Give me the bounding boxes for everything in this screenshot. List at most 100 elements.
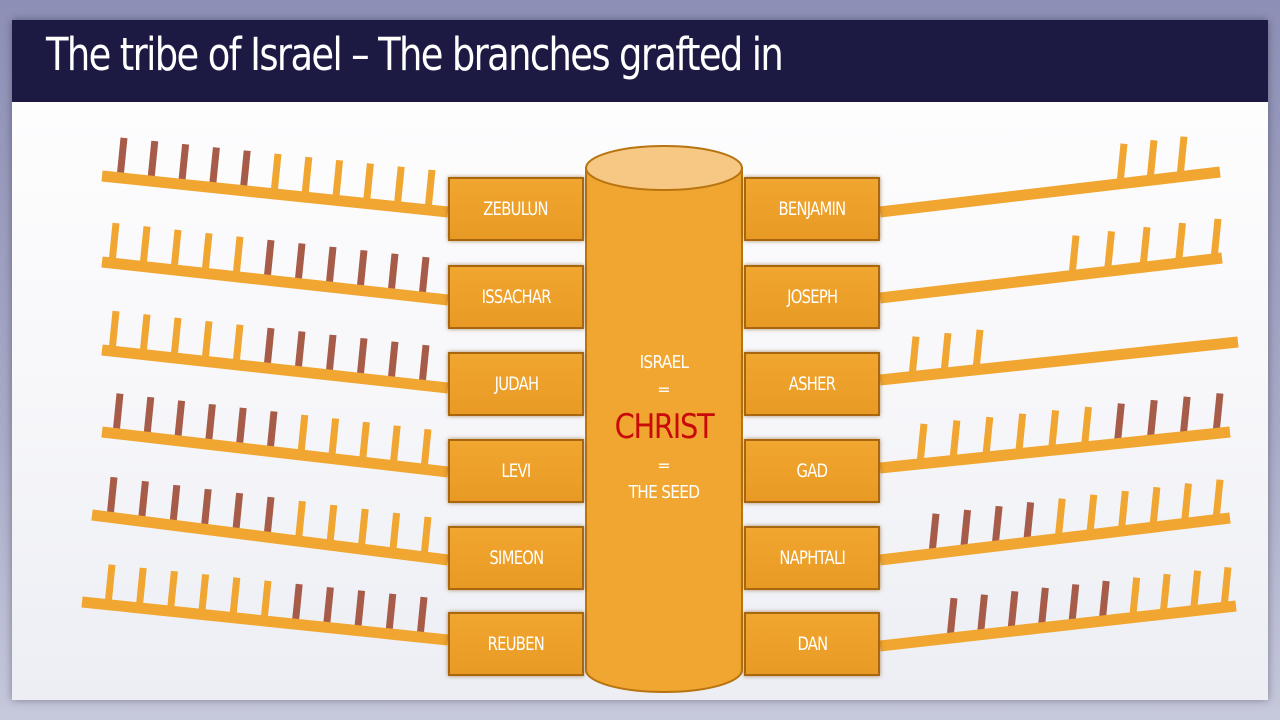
pillar-body: [585, 167, 743, 693]
grafted-twig-right-3-7: [1146, 399, 1158, 441]
natural-twig-left-4-6: [294, 500, 306, 542]
natural-twig-right-0-0: [1116, 143, 1128, 185]
tribe-box-judah: JUDAH: [448, 352, 584, 416]
natural-twig-left-5-2: [166, 570, 178, 612]
slide-title: The tribe of Israel – The branches graft…: [46, 28, 784, 81]
tribe-box-levi: LEVI: [448, 439, 584, 503]
grafted-twig-left-3-4: [235, 407, 247, 449]
tribe-label: DAN: [796, 633, 828, 655]
grafted-twig-left-3-1: [143, 396, 155, 438]
tribe-label: LEVI: [501, 460, 531, 482]
grafted-twig-left-5-8: [354, 590, 366, 631]
branch-left-levi: [101, 426, 449, 478]
natural-twig-left-0-6: [301, 156, 313, 198]
natural-twig-right-0-2: [1176, 136, 1188, 178]
equals-sign: =: [657, 456, 671, 475]
branch-left-reuben: [81, 596, 449, 646]
grafted-twig-right-5-5: [1098, 580, 1110, 622]
grafted-twig-left-2-7: [325, 334, 337, 376]
grafted-twig-left-2-9: [387, 341, 399, 383]
tribe-box-asher: ASHER: [744, 352, 880, 416]
natural-twig-left-3-9: [389, 425, 401, 467]
natural-twig-right-4-8: [1180, 483, 1192, 524]
branch-left-simeon: [91, 509, 449, 566]
tribe-label: BENJAMIN: [778, 198, 846, 220]
natural-twig-left-1-0: [108, 222, 120, 264]
tribe-label: ISSACHAR: [481, 286, 551, 308]
natural-twig-left-4-8: [357, 508, 369, 550]
grafted-twig-left-5-7: [322, 587, 334, 628]
grafted-twig-right-5-2: [1007, 590, 1019, 632]
grafted-twig-right-4-3: [1023, 502, 1035, 543]
natural-twig-left-1-1: [139, 226, 151, 267]
natural-twig-right-1-0: [1068, 235, 1080, 276]
natural-twig-left-5-0: [104, 564, 116, 606]
natural-twig-left-2-1: [139, 314, 151, 355]
grafted-twig-left-0-2: [178, 143, 190, 185]
tribe-label: JUDAH: [494, 373, 538, 395]
natural-twig-left-3-10: [420, 428, 432, 470]
branch-right-benjamin: [879, 166, 1221, 218]
natural-twig-left-5-4: [229, 577, 241, 619]
pillar-top: [585, 145, 743, 191]
grafted-twig-left-1-9: [387, 253, 399, 295]
grafted-twig-left-0-0: [116, 137, 128, 179]
natural-twig-left-2-4: [232, 324, 244, 366]
grafted-twig-right-5-1: [976, 594, 988, 636]
branch-right-gad: [879, 426, 1231, 474]
natural-twig-left-0-5: [270, 153, 282, 195]
grafted-twig-left-3-5: [266, 411, 278, 452]
natural-twig-right-5-7: [1159, 573, 1171, 615]
grafted-twig-left-4-3: [200, 488, 212, 530]
tribe-box-zebulun: ZEBULUN: [448, 177, 584, 241]
grafted-twig-left-0-1: [147, 140, 159, 182]
natural-twig-right-3-3: [1015, 413, 1027, 455]
branch-left-zebulun: [101, 170, 449, 218]
grafted-twig-left-1-7: [325, 246, 337, 288]
grafted-twig-left-1-10: [418, 256, 430, 298]
grafted-twig-left-5-6: [291, 583, 303, 625]
tribe-box-issachar: ISSACHAR: [448, 265, 584, 329]
branch-right-dan: [879, 600, 1237, 652]
israel-label: ISRAEL: [639, 352, 690, 373]
natural-twig-left-5-1: [135, 567, 147, 609]
tribe-label: SIMEON: [488, 547, 544, 569]
equals-sign: =: [657, 380, 671, 399]
grafted-twig-left-3-3: [204, 403, 216, 445]
tribe-label: NAPHTALI: [779, 547, 845, 569]
grafted-twig-left-2-10: [418, 344, 430, 386]
grafted-twig-right-4-0: [928, 513, 940, 555]
natural-twig-right-4-6: [1117, 490, 1129, 532]
tribe-label: JOSEPH: [786, 286, 838, 308]
tribe-label: ASHER: [788, 373, 836, 395]
natural-twig-right-3-5: [1080, 406, 1092, 448]
grafted-twig-right-3-6: [1113, 403, 1125, 444]
branch-left-issachar: [101, 256, 449, 306]
natural-twig-right-4-4: [1054, 498, 1066, 539]
tribe-label: ZEBULUN: [483, 198, 549, 220]
title-bar: The tribe of Israel – The branches graft…: [12, 20, 1268, 102]
natural-twig-left-1-3: [201, 232, 213, 274]
grafted-twig-right-5-3: [1037, 587, 1049, 629]
tribe-box-gad: GAD: [744, 439, 880, 503]
natural-twig-left-4-9: [389, 512, 401, 554]
natural-twig-left-0-8: [362, 163, 374, 204]
natural-twig-left-0-9: [393, 166, 405, 208]
natural-twig-right-5-8: [1190, 570, 1202, 612]
grafted-twig-left-3-0: [112, 393, 124, 434]
branch-right-naphtali: [879, 512, 1231, 566]
grafted-twig-right-3-9: [1212, 393, 1224, 434]
grafted-twig-left-4-2: [169, 484, 181, 526]
tribe-box-joseph: JOSEPH: [744, 265, 880, 329]
natural-twig-right-1-3: [1175, 222, 1186, 264]
natural-twig-left-1-2: [170, 229, 182, 271]
natural-twig-right-4-7: [1149, 486, 1161, 528]
natural-twig-right-3-2: [982, 416, 994, 458]
branch-right-joseph: [879, 252, 1223, 304]
grafted-twig-left-4-4: [232, 492, 244, 534]
natural-twig-right-2-1: [940, 332, 952, 374]
tribe-box-reuben: REUBEN: [448, 612, 584, 676]
natural-twig-left-4-10: [420, 516, 432, 558]
grafted-twig-right-4-1: [960, 509, 972, 551]
natural-twig-right-1-2: [1139, 226, 1151, 268]
